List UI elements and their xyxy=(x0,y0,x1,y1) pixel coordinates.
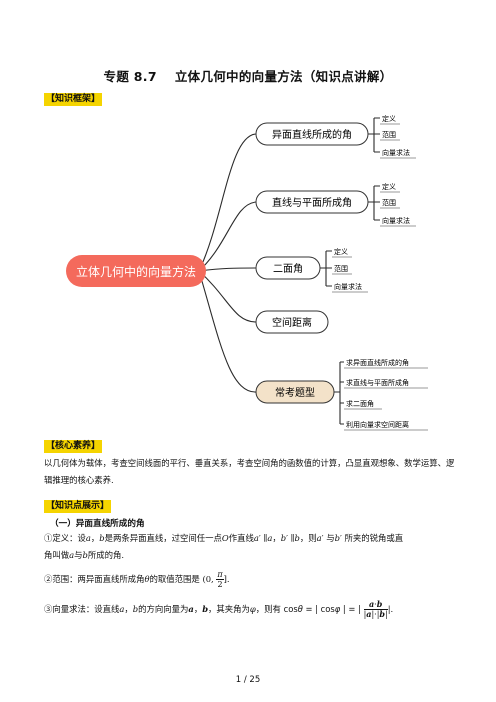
text: 所成的角. xyxy=(87,550,125,560)
text: 作直线 xyxy=(228,533,254,543)
page-title: 专题 8.7 立体几何中的向量方法（知识点讲解） xyxy=(0,66,496,85)
leaf-label: 范围 xyxy=(382,198,396,207)
text: 与 xyxy=(74,550,83,560)
subsection-heading: （一）异面直线所成的角 xyxy=(50,519,145,529)
leaf-label: 向量求法 xyxy=(334,282,362,291)
title-text: 立体几何中的向量方法（知识点讲解） xyxy=(174,69,393,84)
branch-node xyxy=(255,122,369,146)
branch-label: 直线与平面所成角 xyxy=(272,196,352,209)
leaf-label: 求异面直线所成的角 xyxy=(346,358,409,367)
leaf-label: 求二面角 xyxy=(346,399,374,408)
text: ①定义：设 xyxy=(44,533,86,543)
branch-node xyxy=(255,256,321,280)
leaf-label: 范围 xyxy=(334,264,348,273)
leaf-label: 向量求法 xyxy=(382,148,410,157)
branch-node xyxy=(255,310,329,334)
branch-label: 常考题型 xyxy=(275,386,315,399)
text: . xyxy=(390,604,394,614)
text: ②范围：两异面直线所成角 xyxy=(44,574,145,584)
text: 角叫做 xyxy=(44,550,70,560)
section-tag-show: 【知识点展示】 xyxy=(44,500,112,513)
leaf-label: 向量求法 xyxy=(382,216,410,225)
branch-node xyxy=(255,380,335,404)
section-tag-framework: 【知识框架】 xyxy=(44,93,103,106)
text: ，则 xyxy=(299,533,317,543)
leaf-label: 定义 xyxy=(382,114,396,123)
text: 的取值范围是 xyxy=(149,574,200,584)
branch-label: 异面直线所成的角 xyxy=(272,128,352,141)
text: 所夹的锐角或直 xyxy=(344,533,404,543)
mind-map-root-label: 立体几何中的向量方法 xyxy=(76,264,196,279)
title-number: 专题 8.7 xyxy=(103,69,157,84)
leaf-label: 范围 xyxy=(382,130,396,139)
mind-map-root xyxy=(66,255,206,287)
branch-label: 空间距离 xyxy=(272,316,312,329)
text: 与 xyxy=(326,533,335,543)
mind-map: 立体几何中的向量方法 异面直线所成的角 直线与平面所成角 二面角 空间距离 常考… xyxy=(66,114,428,431)
text: 的方向向量为 xyxy=(138,604,189,614)
core-paragraph: 以几何体为载体，考查空间线面的平行、垂直关系，考查空间角的函数值的计算，凸显直观… xyxy=(44,458,455,485)
leaf-label: 求直线与平面所成角 xyxy=(346,378,409,387)
text: 是两条异面直线，过空间任一点 xyxy=(104,533,222,543)
text: ③向量求法：设直线 xyxy=(44,604,120,614)
page-number: 1 / 25 xyxy=(235,675,261,685)
branch-label: 二面角 xyxy=(273,263,303,275)
leaf-label: 定义 xyxy=(334,247,348,256)
definition-paragraph: ①定义：设a，b是两条异面直线，过空间任一点O作直线a′ ∥a，b′ ∥b，则a… xyxy=(44,533,404,560)
method-paragraph: ③向量求法：设直线a，b的方向向量为a，b，其夹角为φ，则有 cosθ = | … xyxy=(44,599,394,620)
leaf-label: 利用向量求空间距离 xyxy=(346,420,409,429)
fraction: a·b|a|·|b| xyxy=(363,599,388,619)
leaf-label: 定义 xyxy=(382,182,396,191)
branch-node xyxy=(255,190,369,214)
section-tag-core: 【核心素养】 xyxy=(44,440,103,453)
text: ，其夹角为 xyxy=(208,604,250,614)
text: ，则有 xyxy=(255,604,281,614)
